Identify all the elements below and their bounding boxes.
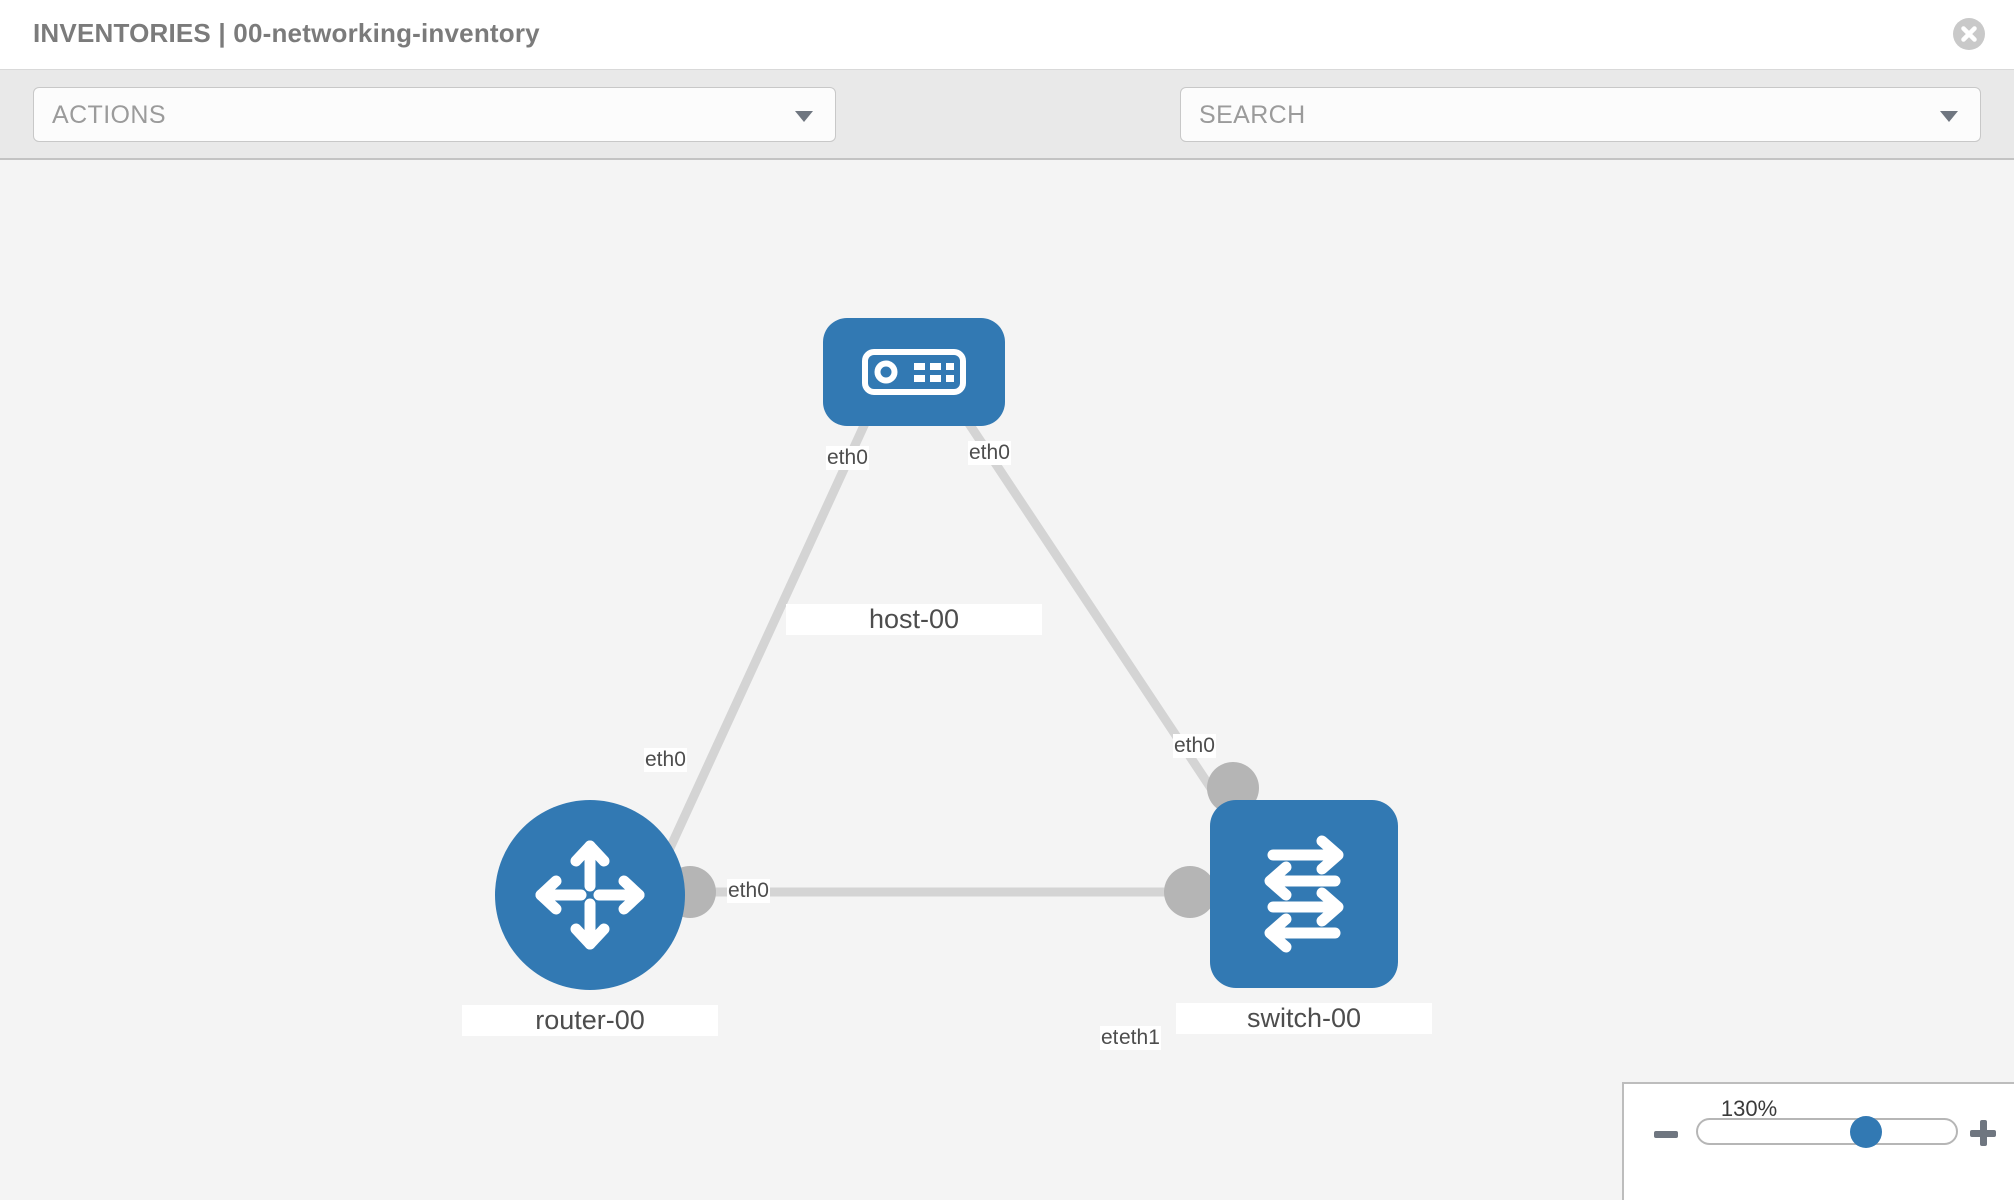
toolbar: ACTIONS SEARCH: [0, 70, 2014, 199]
node-host-00-shape[interactable]: [823, 318, 1005, 426]
edge-label-host00-eth0-left: eth0: [826, 446, 869, 470]
switch-icon: [1264, 835, 1344, 953]
search-placeholder: SEARCH: [1199, 101, 1306, 129]
page-header: INVENTORIES | 00-networking-inventory: [0, 0, 2014, 70]
close-icon[interactable]: [1952, 17, 1986, 51]
node-switch-00[interactable]: switch-00: [1176, 800, 1432, 1034]
zoom-control-panel: 130%: [1622, 1082, 2014, 1200]
server-icon: [862, 349, 966, 395]
chevron-down-icon[interactable]: [1940, 111, 1958, 122]
node-switch-00-label: switch-00: [1176, 1003, 1432, 1034]
edge-label-router00-eth0-uplink: eth0: [644, 748, 687, 772]
edge-label-router00-eth0: eth0: [727, 879, 770, 903]
node-host-00[interactable]: host-00: [786, 318, 1042, 635]
zoom-out-button[interactable]: [1654, 1131, 1678, 1138]
page-title: INVENTORIES | 00-networking-inventory: [33, 18, 540, 48]
edge-label-switch00-eth0-uplink: eth0: [1173, 734, 1216, 758]
zoom-slider-track[interactable]: [1696, 1118, 1958, 1145]
zoom-in-button[interactable]: [1970, 1120, 1996, 1146]
zoom-level-value: 130%: [1720, 1096, 1778, 1121]
chevron-down-icon: [795, 111, 813, 122]
topology-canvas[interactable]: host-00 router-00: [0, 160, 2014, 1200]
connector-dot: [1164, 866, 1216, 918]
link-host00-switch00: [946, 392, 1244, 835]
router-icon: [535, 840, 645, 950]
node-router-00-label: router-00: [462, 1005, 718, 1036]
node-router-00-shape[interactable]: [495, 800, 685, 990]
edge-label-switch00-eth1: eth1: [1118, 1026, 1161, 1050]
actions-dropdown-label: ACTIONS: [52, 101, 166, 129]
search-input[interactable]: SEARCH: [1180, 87, 1981, 142]
node-router-00[interactable]: router-00: [462, 800, 718, 1036]
edge-label-host00-eth0-right: eth0: [968, 441, 1011, 465]
topology-links: [632, 352, 1259, 922]
zoom-slider-thumb[interactable]: [1850, 1116, 1882, 1148]
node-host-00-label: host-00: [786, 604, 1042, 635]
link-host00-router00: [632, 393, 883, 922]
actions-dropdown[interactable]: ACTIONS: [33, 87, 836, 142]
node-switch-00-shape[interactable]: [1210, 800, 1398, 988]
